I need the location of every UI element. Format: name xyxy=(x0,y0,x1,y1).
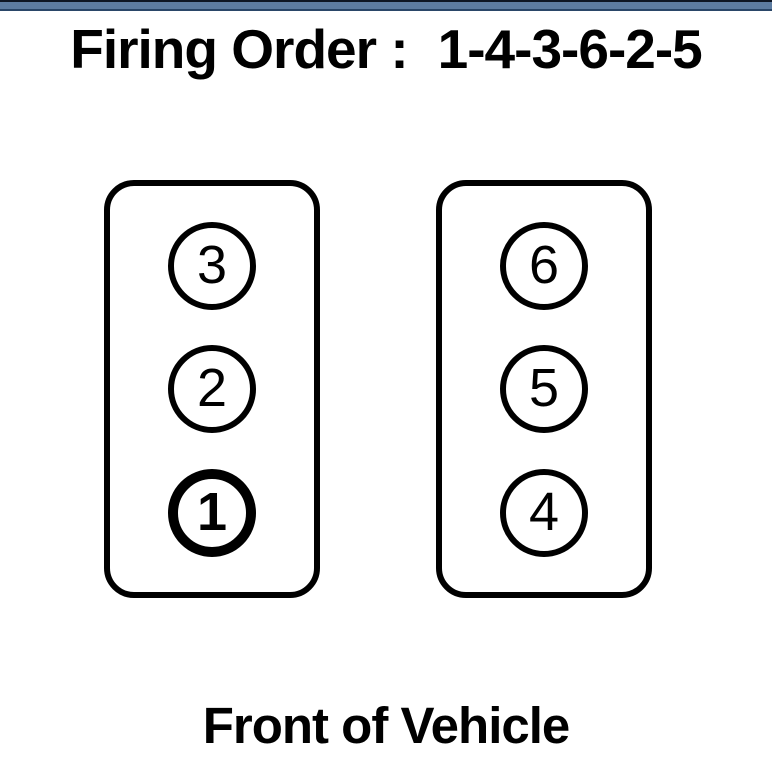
cylinder-number: 6 xyxy=(528,234,560,295)
cylinder-bank-left: 3 2 1 xyxy=(104,180,320,598)
cylinder-number: 3 xyxy=(196,234,228,295)
firing-order-sequence: 1-4-3-6-2-5 xyxy=(437,18,703,80)
diagram-title: Firing Order : 1-4-3-6-2-5 xyxy=(0,17,772,81)
cylinder-3: 3 xyxy=(168,221,256,310)
cylinder-1: 1 xyxy=(168,468,256,557)
cylinder-number: 1 xyxy=(196,481,228,542)
cylinder-number: 2 xyxy=(196,358,228,418)
cylinder-bank-right: 6 5 4 xyxy=(436,180,652,598)
cylinder-4: 4 xyxy=(500,468,588,557)
window-top-edge-bar xyxy=(0,0,772,11)
cylinder-number: 4 xyxy=(528,481,560,542)
firing-order-label: Firing Order : xyxy=(70,18,408,80)
front-of-vehicle-label: Front of Vehicle xyxy=(202,697,571,754)
cylinder-2: 2 xyxy=(168,345,256,433)
cylinder-5: 5 xyxy=(500,345,588,433)
cylinder-6: 6 xyxy=(500,221,588,310)
cylinder-number: 5 xyxy=(528,358,560,418)
